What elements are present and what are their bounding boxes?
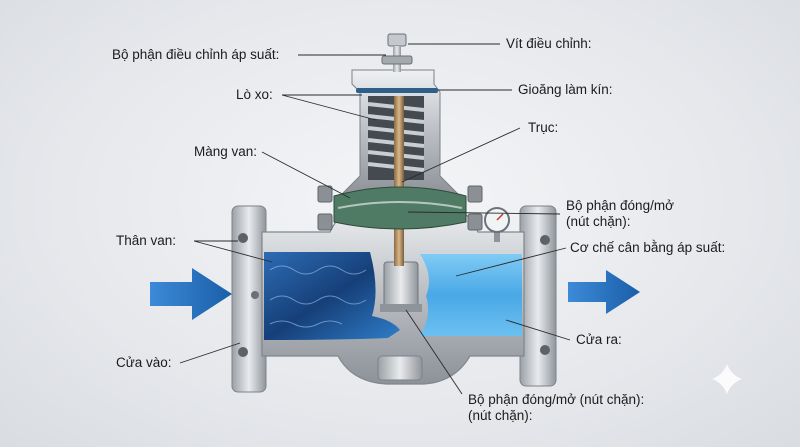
label-closing-part-line2: (nút chặn): [566,214,631,229]
label-shaft: Trục: [528,120,559,135]
label-inlet: Cửa vào: [116,355,172,370]
label-seal-gasket: Gioăng làm kín: [518,82,613,97]
sparkle-icon [712,364,742,394]
outlet-water [420,254,522,336]
closing-plug [383,261,419,307]
label-valve-body: Thân van: [116,233,177,248]
label-spring: Lò xo: [236,87,273,102]
diaphragm [333,186,467,230]
pressure-gauge [484,207,510,242]
label-diaphragm: Màng van: [194,144,258,159]
outlet-flange [519,205,557,387]
label-pressure-balance: Cơ chế cân bằng áp suất: [570,240,726,255]
adjust-screw [381,33,413,72]
label-closing-part-line1: Bộ phận đóng/mở [566,198,674,213]
label-outlet: Cửa ra: [576,332,622,347]
inlet-flow-arrow [150,268,232,320]
label-closing-part-bottom-line2: (nút chặn): [468,408,533,423]
outlet-flow-arrow [568,270,640,314]
label-pressure-adjust: Bộ phận điều chỉnh áp suất: [112,47,280,62]
seal-gasket [356,88,438,93]
shaft [394,96,404,266]
leader-lines [179,43,571,395]
label-adjust-screw: Vít điều chỉnh: [506,36,592,51]
label-closing-part-bottom-line1: Bộ phận đóng/mở (nút chặn): [468,392,645,407]
inlet-flange [231,205,267,393]
